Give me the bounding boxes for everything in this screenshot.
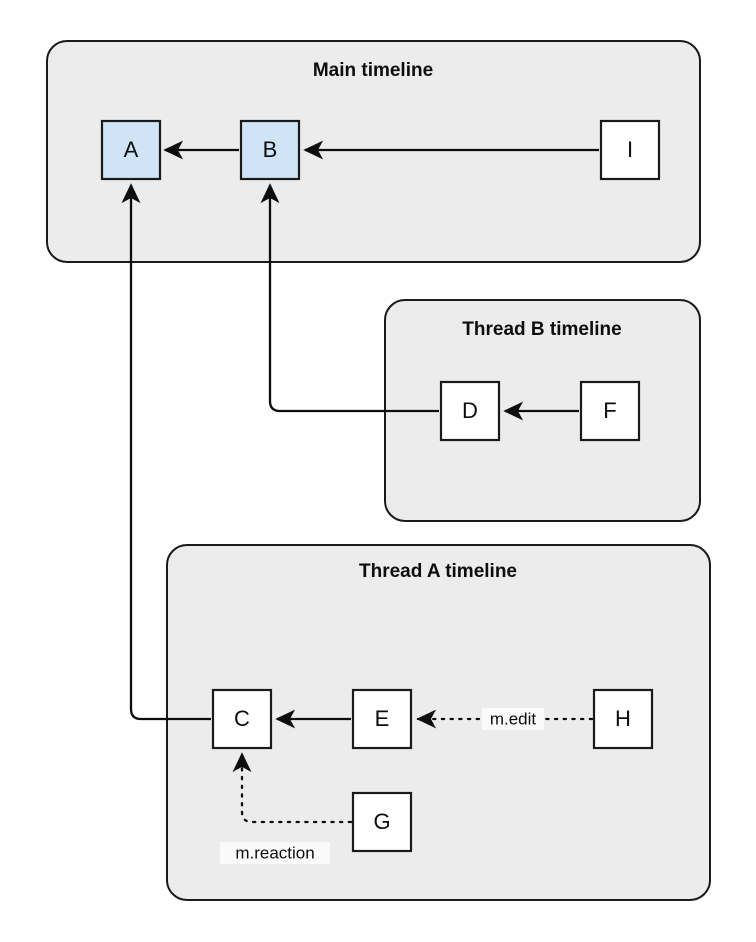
edge-label-h-to-e: m.edit bbox=[490, 709, 537, 728]
group-thread-a-timeline-title: Thread A timeline bbox=[359, 561, 517, 582]
group-thread-a-timeline: Thread A timeline bbox=[166, 544, 711, 901]
node-E-box[interactable] bbox=[351, 688, 413, 750]
edge-label-g-to-c: m.reaction bbox=[235, 843, 314, 862]
node-H-box[interactable] bbox=[592, 688, 654, 750]
node-C-box[interactable] bbox=[211, 688, 273, 750]
node-F[interactable]: F bbox=[579, 380, 641, 442]
node-D[interactable]: D bbox=[439, 380, 501, 442]
node-I-box[interactable] bbox=[599, 119, 661, 181]
node-D-label: D bbox=[462, 398, 478, 423]
node-B-box[interactable] bbox=[239, 119, 301, 181]
edge-c-to-a bbox=[121, 183, 211, 721]
node-A[interactable]: A bbox=[100, 119, 162, 181]
node-G[interactable]: G bbox=[351, 791, 413, 853]
node-H-label: H bbox=[615, 706, 631, 731]
node-I[interactable]: I bbox=[599, 119, 661, 181]
node-F-label: F bbox=[603, 398, 616, 423]
edges-layer bbox=[121, 140, 599, 824]
group-thread-b-timeline-title: Thread B timeline bbox=[462, 319, 621, 340]
node-G-box[interactable] bbox=[351, 791, 413, 853]
node-E-label: E bbox=[375, 706, 390, 731]
edge-d-to-b bbox=[260, 183, 439, 413]
node-A-box[interactable] bbox=[100, 119, 162, 181]
node-G-label: G bbox=[373, 809, 390, 834]
group-main-timeline-title: Main timeline bbox=[313, 60, 433, 81]
node-H[interactable]: H bbox=[592, 688, 654, 750]
group-main-timeline-box bbox=[46, 40, 701, 263]
edge-label-bg-h-to-e bbox=[482, 708, 544, 730]
node-F-box[interactable] bbox=[579, 380, 641, 442]
node-C[interactable]: C bbox=[211, 688, 273, 750]
node-D-box[interactable] bbox=[439, 380, 501, 442]
edge-labels-layer: m.edit m.reaction bbox=[220, 708, 544, 864]
node-A-label: A bbox=[124, 137, 139, 162]
node-B-label: B bbox=[263, 137, 278, 162]
group-thread-a-timeline-box bbox=[166, 544, 711, 901]
node-E[interactable]: E bbox=[351, 688, 413, 750]
node-I-label: I bbox=[627, 137, 633, 162]
edge-label-bg-g-to-c bbox=[220, 842, 330, 864]
node-C-label: C bbox=[234, 706, 250, 731]
group-main-timeline: Main timeline bbox=[46, 40, 701, 263]
node-B[interactable]: B bbox=[239, 119, 301, 181]
edge-g-to-c bbox=[232, 752, 353, 824]
